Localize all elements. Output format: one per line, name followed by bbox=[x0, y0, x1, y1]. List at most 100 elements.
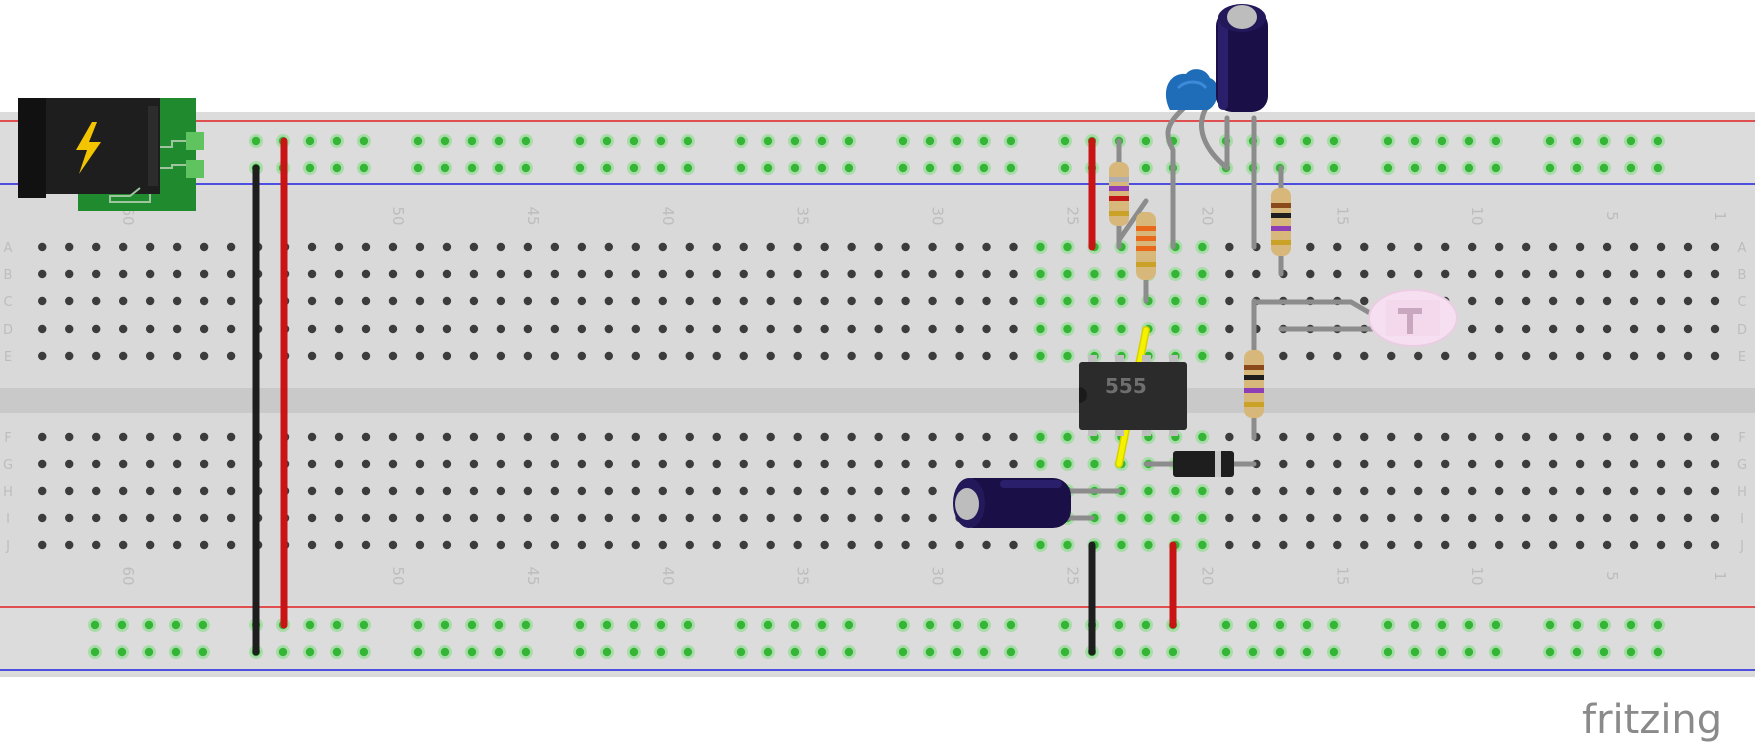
breadboard-hole[interactable] bbox=[496, 540, 506, 550]
power-rail-hole[interactable] bbox=[440, 163, 450, 173]
resistor-r3[interactable] bbox=[1271, 188, 1291, 256]
breadboard-hole[interactable] bbox=[38, 513, 47, 523]
breadboard-hole[interactable] bbox=[1144, 513, 1153, 523]
power-rail-hole[interactable] bbox=[1329, 163, 1339, 173]
power-rail-hole[interactable] bbox=[979, 620, 989, 630]
breadboard-hole[interactable] bbox=[847, 351, 856, 361]
power-rail-hole[interactable] bbox=[1329, 647, 1339, 657]
breadboard-hole[interactable] bbox=[523, 324, 533, 334]
power-rail-hole[interactable] bbox=[1545, 647, 1555, 657]
power-rail-hole[interactable] bbox=[494, 620, 504, 630]
breadboard-hole[interactable] bbox=[793, 324, 802, 334]
breadboard-hole[interactable] bbox=[955, 459, 964, 469]
breadboard-hole[interactable] bbox=[1521, 324, 1531, 334]
breadboard-hole[interactable] bbox=[1225, 486, 1234, 496]
breadboard-hole[interactable] bbox=[604, 540, 614, 550]
breadboard-hole[interactable] bbox=[874, 540, 883, 550]
power-rail-hole[interactable] bbox=[683, 136, 693, 146]
breadboard-hole[interactable] bbox=[1548, 324, 1558, 334]
breadboard-hole[interactable] bbox=[1656, 242, 1666, 252]
power-rail-hole[interactable] bbox=[979, 136, 989, 146]
breadboard-hole[interactable] bbox=[685, 540, 694, 550]
power-rail-hole[interactable] bbox=[1248, 620, 1258, 630]
power-rail-hole[interactable] bbox=[817, 136, 827, 146]
power-rail-hole[interactable] bbox=[844, 136, 854, 146]
breadboard-hole[interactable] bbox=[38, 324, 47, 334]
breadboard-hole[interactable] bbox=[1414, 351, 1423, 361]
power-rail-hole[interactable] bbox=[440, 136, 450, 146]
breadboard-hole[interactable] bbox=[820, 269, 829, 279]
breadboard-hole[interactable] bbox=[145, 351, 155, 361]
breadboard-hole[interactable] bbox=[92, 269, 101, 279]
breadboard-hole[interactable] bbox=[766, 269, 775, 279]
breadboard-hole[interactable] bbox=[199, 242, 209, 252]
breadboard-hole[interactable] bbox=[901, 540, 910, 550]
breadboard-hole[interactable] bbox=[982, 242, 991, 252]
breadboard-hole[interactable] bbox=[658, 351, 667, 361]
breadboard-hole[interactable] bbox=[1252, 269, 1261, 279]
breadboard-hole[interactable] bbox=[199, 351, 209, 361]
breadboard-hole[interactable] bbox=[631, 269, 640, 279]
breadboard-hole[interactable] bbox=[658, 324, 667, 334]
power-rail-hole[interactable] bbox=[952, 136, 962, 146]
breadboard-hole[interactable] bbox=[1333, 540, 1342, 550]
power-rail-hole[interactable] bbox=[1329, 620, 1339, 630]
breadboard-hole[interactable] bbox=[1656, 351, 1666, 361]
breadboard-hole[interactable] bbox=[1467, 513, 1477, 523]
breadboard-hole[interactable] bbox=[118, 242, 128, 252]
breadboard-hole[interactable] bbox=[820, 242, 829, 252]
breadboard-hole[interactable] bbox=[1494, 351, 1504, 361]
power-rail-hole[interactable] bbox=[952, 620, 962, 630]
breadboard-hole[interactable] bbox=[118, 513, 128, 523]
breadboard-hole[interactable] bbox=[604, 513, 614, 523]
breadboard-hole[interactable] bbox=[334, 432, 344, 442]
breadboard-hole[interactable] bbox=[1548, 269, 1558, 279]
breadboard-hole[interactable] bbox=[307, 486, 317, 496]
breadboard-hole[interactable] bbox=[847, 324, 856, 334]
breadboard-hole[interactable] bbox=[820, 513, 829, 523]
breadboard-hole[interactable] bbox=[1656, 269, 1666, 279]
power-rail-hole[interactable] bbox=[1653, 647, 1663, 657]
power-rail-hole[interactable] bbox=[521, 620, 531, 630]
breadboard-hole[interactable] bbox=[928, 540, 937, 550]
breadboard-hole[interactable] bbox=[577, 513, 587, 523]
power-rail-hole[interactable] bbox=[1491, 647, 1501, 657]
breadboard-hole[interactable] bbox=[1198, 269, 1207, 279]
breadboard-hole[interactable] bbox=[118, 432, 128, 442]
breadboard-hole[interactable] bbox=[901, 351, 910, 361]
power-rail-hole[interactable] bbox=[1464, 136, 1474, 146]
breadboard-hole[interactable] bbox=[847, 269, 856, 279]
breadboard-hole[interactable] bbox=[793, 540, 802, 550]
breadboard-hole[interactable] bbox=[1629, 540, 1639, 550]
breadboard-hole[interactable] bbox=[658, 296, 667, 306]
power-rail-hole[interactable] bbox=[575, 647, 585, 657]
breadboard-hole[interactable] bbox=[1117, 540, 1126, 550]
breadboard-hole[interactable] bbox=[415, 269, 425, 279]
power-rail-hole[interactable] bbox=[683, 163, 693, 173]
breadboard-hole[interactable] bbox=[1360, 242, 1369, 252]
breadboard-hole[interactable] bbox=[712, 459, 721, 469]
breadboard-hole[interactable] bbox=[631, 459, 640, 469]
breadboard-hole[interactable] bbox=[874, 269, 883, 279]
breadboard-hole[interactable] bbox=[1252, 513, 1261, 523]
breadboard-hole[interactable] bbox=[1063, 296, 1072, 306]
breadboard-hole[interactable] bbox=[1225, 269, 1234, 279]
breadboard-hole[interactable] bbox=[1683, 242, 1693, 252]
breadboard-hole[interactable] bbox=[766, 324, 775, 334]
breadboard-hole[interactable] bbox=[685, 324, 694, 334]
breadboard-hole[interactable] bbox=[1090, 459, 1099, 469]
power-rail-hole[interactable] bbox=[440, 647, 450, 657]
breadboard-hole[interactable] bbox=[577, 324, 587, 334]
breadboard-hole[interactable] bbox=[1575, 324, 1585, 334]
power-rail-hole[interactable] bbox=[332, 620, 342, 630]
power-rail-hole[interactable] bbox=[1221, 647, 1231, 657]
breadboard-hole[interactable] bbox=[523, 242, 533, 252]
power-rail-hole[interactable] bbox=[575, 620, 585, 630]
power-rail-hole[interactable] bbox=[1114, 620, 1124, 630]
breadboard-hole[interactable] bbox=[1171, 513, 1180, 523]
breadboard-hole[interactable] bbox=[1360, 486, 1369, 496]
breadboard-hole[interactable] bbox=[847, 242, 856, 252]
breadboard-hole[interactable] bbox=[1198, 242, 1207, 252]
breadboard-hole[interactable] bbox=[172, 296, 182, 306]
breadboard-hole[interactable] bbox=[496, 486, 506, 496]
